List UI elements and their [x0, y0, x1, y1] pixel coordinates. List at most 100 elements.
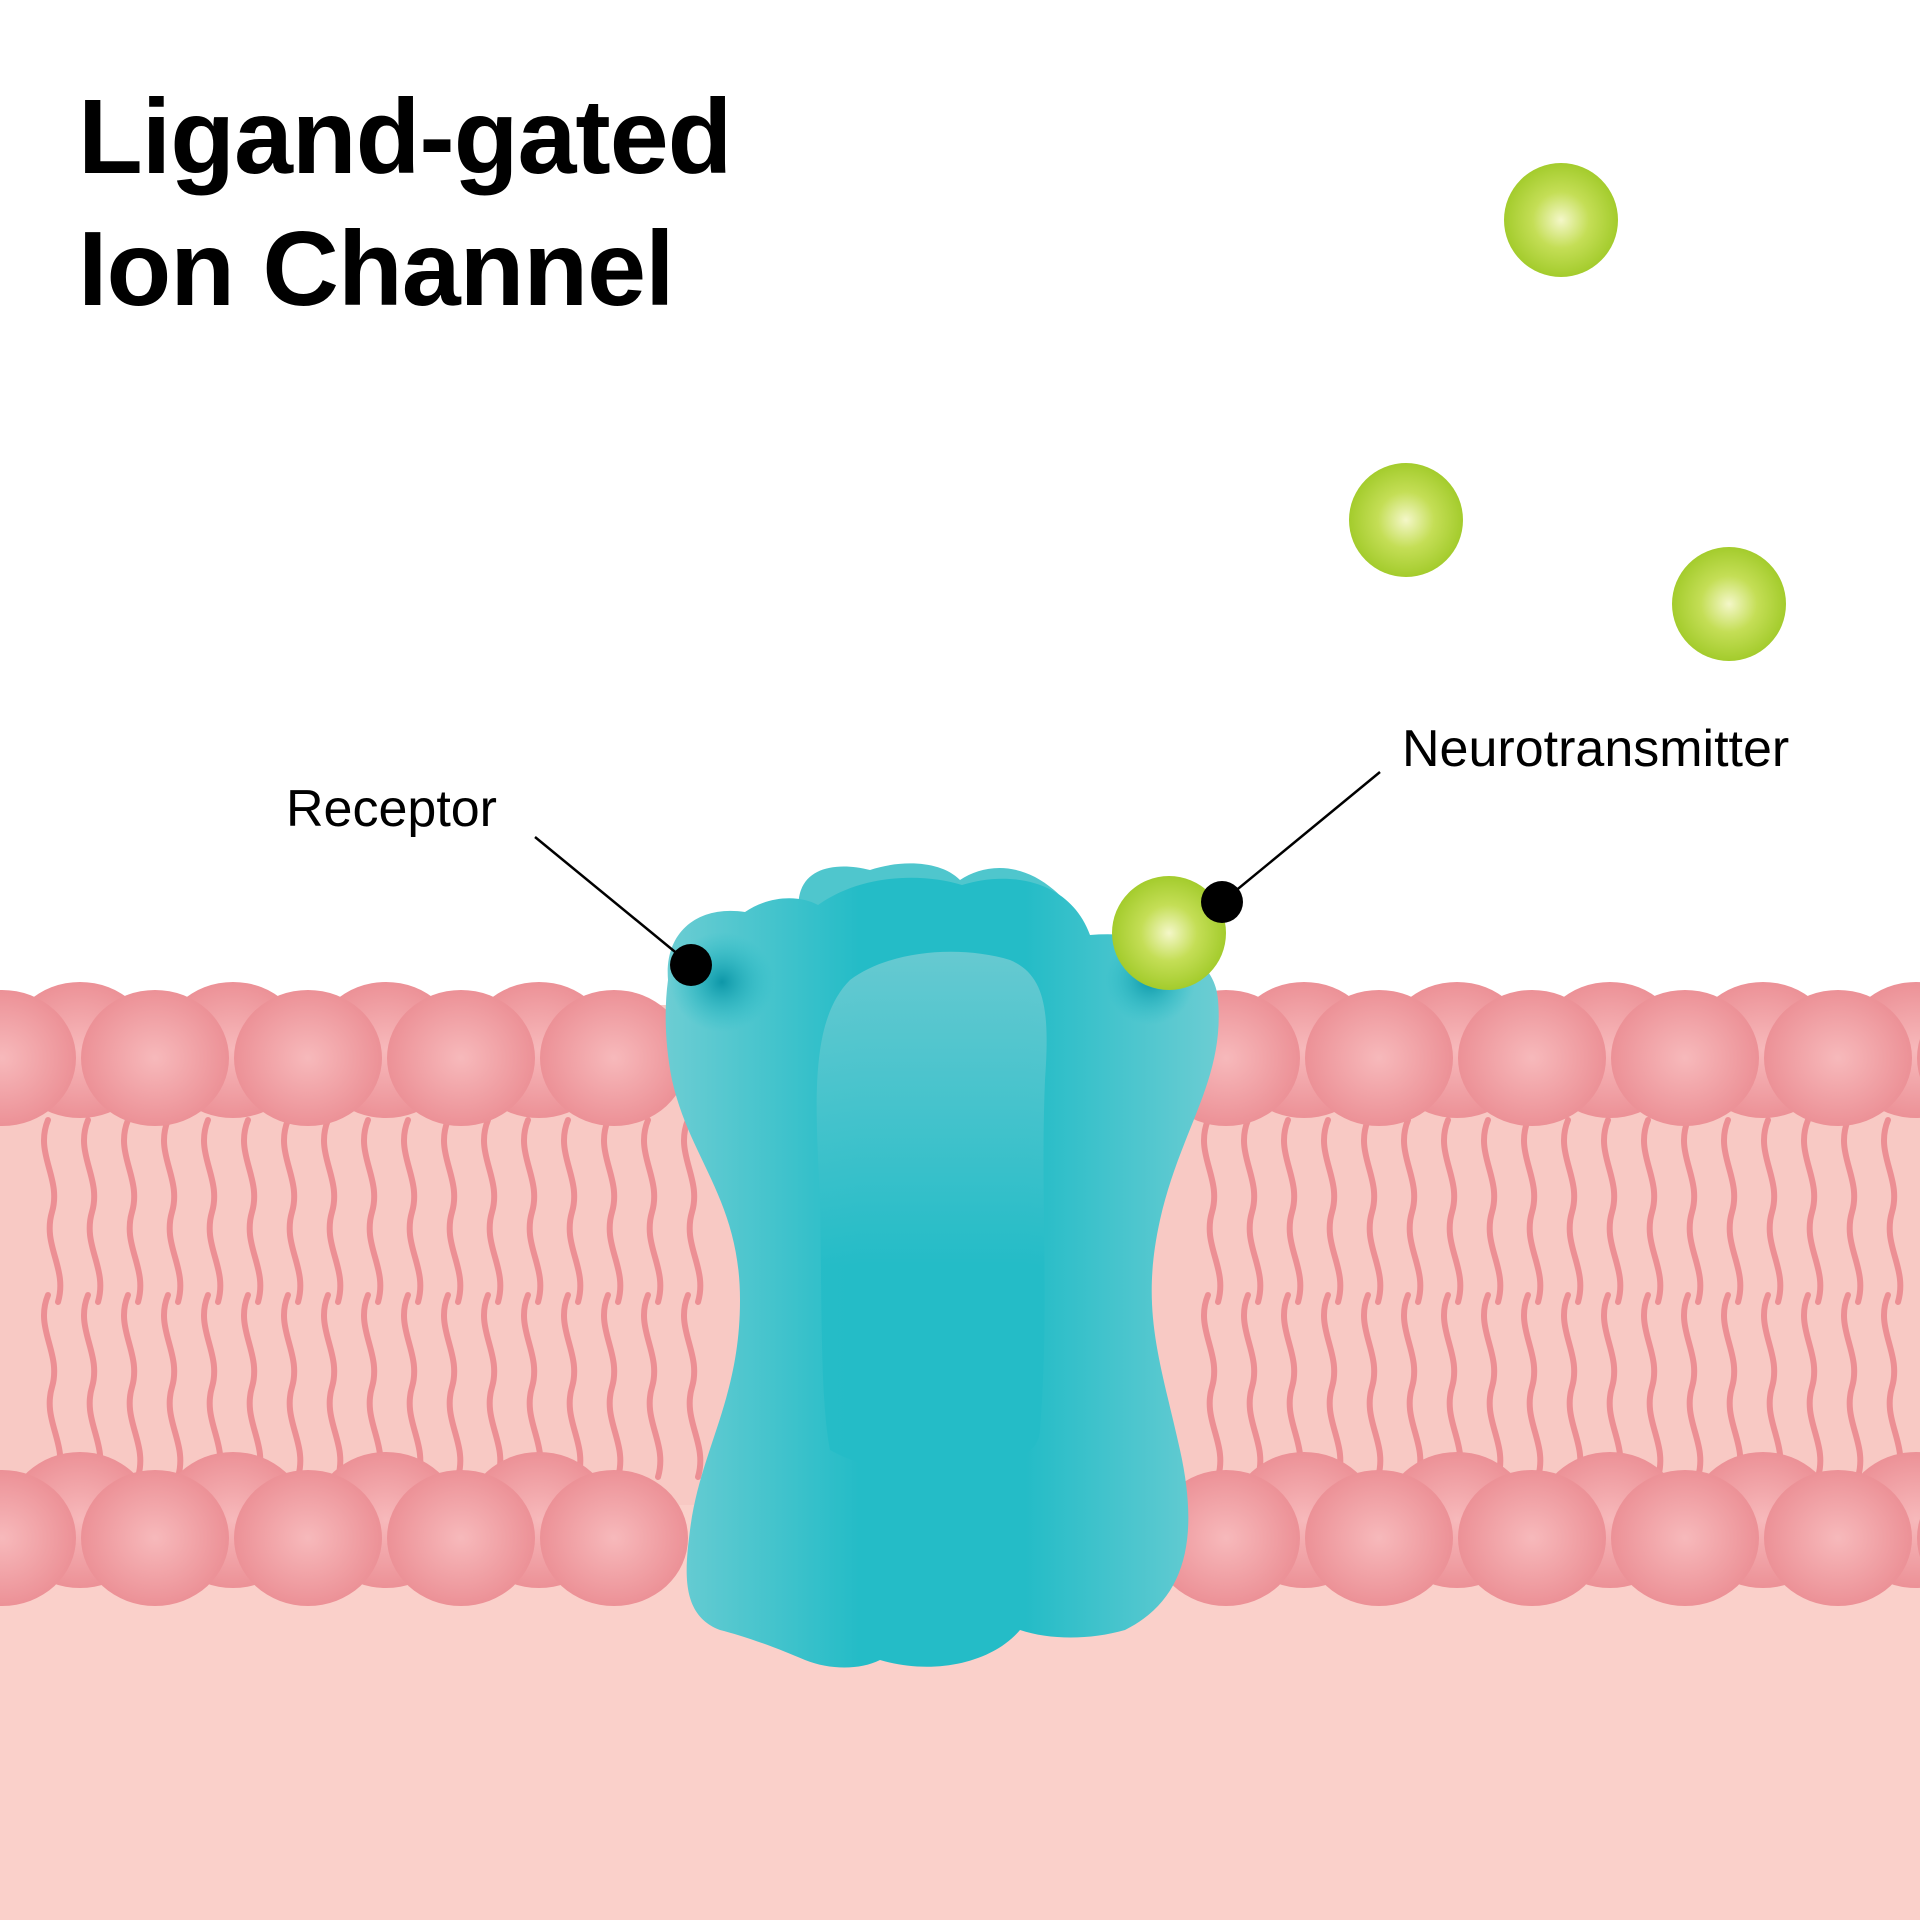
lipid-tail — [1321, 1292, 1344, 1480]
lipid-tail — [1321, 1117, 1344, 1305]
lipid-head — [1458, 1470, 1606, 1606]
lipid-tail — [1361, 1292, 1384, 1480]
lipid-tail — [601, 1292, 624, 1480]
lipid-tail — [41, 1292, 64, 1480]
page-title-line-2: Ion Channel — [78, 210, 675, 328]
lipid-head — [1611, 990, 1759, 1126]
lipid-tail — [521, 1292, 544, 1480]
lipid-head — [1305, 1470, 1453, 1606]
lipid-tail — [1241, 1292, 1264, 1480]
lipid-head — [387, 1470, 535, 1606]
lipid-head — [0, 1470, 76, 1606]
lipid-tail — [1361, 1117, 1384, 1305]
lipid-tail — [1481, 1292, 1504, 1480]
lipid-tail — [361, 1117, 384, 1305]
lipid-tail — [441, 1117, 464, 1305]
receptor-pointer-dot — [670, 944, 712, 986]
lipid-tail — [1881, 1292, 1904, 1480]
lipid-head — [234, 990, 382, 1126]
lipid-tail — [681, 1117, 704, 1305]
neurotransmitter-label: Neurotransmitter — [1402, 720, 1790, 778]
neurotransmitter-molecule — [1504, 163, 1618, 277]
neurotransmitter-molecule — [1672, 547, 1786, 661]
lipid-tail — [81, 1117, 104, 1305]
lipid-tail — [361, 1292, 384, 1480]
lipid-head — [1917, 1038, 1920, 1078]
lipid-tail — [641, 1117, 664, 1305]
lipid-tail — [1761, 1292, 1784, 1480]
lipid-head — [81, 990, 229, 1126]
lipid-tail — [121, 1117, 144, 1305]
lipid-tail — [1481, 1117, 1504, 1305]
page-title-line-1: Ligand-gated — [78, 78, 732, 196]
lipid-head — [0, 990, 76, 1126]
lipid-tail — [1801, 1292, 1824, 1480]
lipid-tail — [241, 1117, 264, 1305]
neurotransmitter-leader — [1201, 771, 1381, 923]
lipid-tail — [1401, 1292, 1424, 1480]
lipid-tail — [201, 1292, 224, 1480]
lipid-tail — [1401, 1117, 1424, 1305]
lipid-tail — [1241, 1117, 1264, 1305]
lipid-tail — [321, 1292, 344, 1480]
lipid-tail — [1521, 1117, 1544, 1305]
lipid-bilayer — [0, 982, 1920, 1606]
lipid-tail — [1681, 1292, 1704, 1480]
receptor-leader — [534, 836, 712, 986]
lipid-tail — [481, 1292, 504, 1480]
lipid-tail — [1841, 1117, 1864, 1305]
lipid-tail — [241, 1292, 264, 1480]
lipid-tail — [561, 1292, 584, 1480]
lipid-tail — [1201, 1117, 1224, 1305]
lipid-tail — [1561, 1292, 1584, 1480]
lipid-tail — [1281, 1292, 1304, 1480]
lipid-tail — [1801, 1117, 1824, 1305]
lipid-tail — [641, 1292, 664, 1480]
lipid-tail — [681, 1292, 704, 1480]
lipid-tail — [1441, 1292, 1464, 1480]
lipid-tail — [401, 1117, 424, 1305]
lipid-tail — [1841, 1292, 1864, 1480]
lipid-tail — [1721, 1292, 1744, 1480]
lipid-tail — [41, 1117, 64, 1305]
lipid-tail — [321, 1117, 344, 1305]
lipid-head — [1152, 1470, 1300, 1606]
lipid-tail — [121, 1292, 144, 1480]
lipid-head — [234, 1470, 382, 1606]
lipid-tail — [1601, 1292, 1624, 1480]
lipid-head — [540, 990, 688, 1126]
lipid-tail — [1521, 1292, 1544, 1480]
neurotransmitter-pointer-dot — [1201, 881, 1243, 923]
lipid-tail — [441, 1292, 464, 1480]
lipid-tail — [81, 1292, 104, 1480]
ion-channel-protein — [665, 863, 1219, 1668]
lipid-tail — [1721, 1117, 1744, 1305]
lipid-tail — [1641, 1117, 1664, 1305]
lipid-tail — [1881, 1117, 1904, 1305]
channel-front-subunit — [816, 951, 1047, 1475]
lipid-tail — [1681, 1117, 1704, 1305]
bound-neurotransmitter — [1112, 876, 1226, 990]
lipid-tail — [281, 1117, 304, 1305]
lipid-head — [1764, 1470, 1912, 1606]
lipid-head — [1917, 1518, 1920, 1558]
lipid-head — [540, 1470, 688, 1606]
lipid-tail — [521, 1117, 544, 1305]
lipid-head — [1458, 990, 1606, 1126]
lipid-tail — [481, 1117, 504, 1305]
receptor-label: Receptor — [286, 780, 497, 838]
lipid-tail — [561, 1117, 584, 1305]
lipid-head — [387, 990, 535, 1126]
lipid-tail — [601, 1117, 624, 1305]
lipid-head — [81, 1470, 229, 1606]
lipid-tail — [281, 1292, 304, 1480]
lipid-tail — [161, 1292, 184, 1480]
lipid-tail — [1601, 1117, 1624, 1305]
lipid-tail — [1201, 1292, 1224, 1480]
lipid-tail — [1281, 1117, 1304, 1305]
neurotransmitter-molecule — [1349, 463, 1463, 577]
lipid-tail — [161, 1117, 184, 1305]
lipid-head — [1611, 1470, 1759, 1606]
